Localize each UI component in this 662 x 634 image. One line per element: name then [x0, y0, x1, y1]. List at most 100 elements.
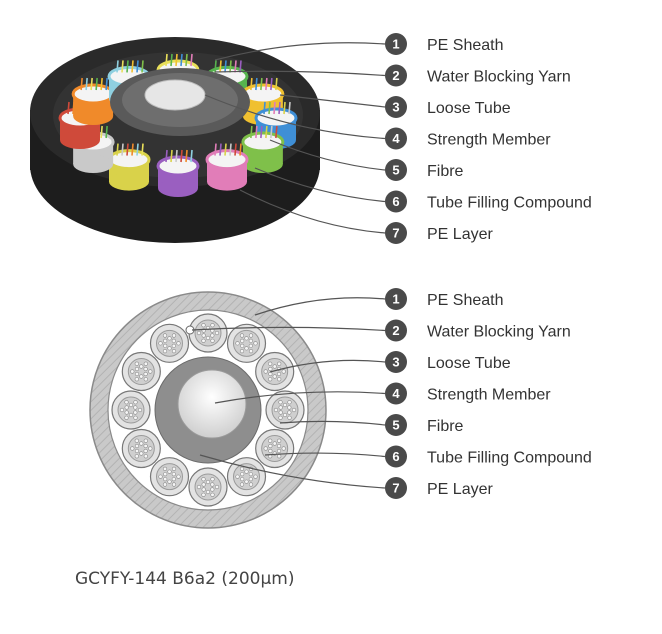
fibre-strand	[270, 125, 273, 139]
fibre-strand	[170, 53, 173, 67]
number-badge	[385, 33, 407, 55]
badge-number: 3	[392, 100, 399, 115]
fibre-strand	[95, 77, 98, 91]
fibre-dot	[171, 343, 176, 348]
fibre-dot	[287, 410, 292, 415]
tube-inner	[127, 435, 155, 462]
fibre-strand	[270, 77, 273, 91]
fibre-dot	[134, 361, 139, 366]
fibre-dot	[162, 333, 168, 338]
leader-line	[279, 94, 386, 108]
fibre-strand	[67, 101, 70, 115]
fibre-strand	[255, 125, 258, 139]
leader-line	[239, 189, 386, 234]
fibre-dot	[134, 438, 139, 443]
tube-inner	[233, 329, 260, 357]
fibre-dot	[277, 454, 282, 459]
fibre-dot	[277, 438, 282, 443]
fibre-dot	[253, 341, 258, 346]
fibre-dot	[171, 482, 177, 487]
fibre-strand	[278, 101, 281, 115]
tube-top	[205, 149, 249, 171]
fibre-strand	[100, 125, 103, 139]
legend-label: Fibre	[427, 163, 464, 180]
fibre-strand	[116, 60, 119, 73]
tube-top	[156, 155, 200, 177]
fibre-strand	[105, 77, 108, 91]
fibre-dot	[139, 364, 144, 369]
fibre-dot	[210, 333, 215, 338]
loose-tube-3d	[241, 125, 285, 173]
fibre-strand	[190, 149, 193, 163]
fibre-dot	[248, 482, 254, 487]
number-badge	[385, 445, 407, 468]
fibre-dot	[276, 448, 282, 454]
fibre-dot	[276, 371, 282, 377]
fibre-dot	[248, 338, 253, 343]
number-badge	[385, 222, 407, 244]
fibre-dot	[205, 479, 211, 485]
fibre-strand	[170, 149, 173, 163]
loose-tube-cross	[226, 457, 267, 497]
fibre-dot	[201, 477, 206, 482]
fibre-strand	[116, 143, 119, 156]
fibre-strand	[219, 60, 222, 73]
fibre-dot	[248, 333, 254, 338]
number-badge	[385, 414, 407, 436]
badge-number: 5	[392, 163, 399, 178]
loose-tube-cross	[188, 467, 228, 507]
tube-inner	[261, 358, 289, 385]
leader-line	[279, 420, 386, 426]
badge-number: 7	[392, 481, 399, 496]
fibre-dot	[282, 412, 288, 418]
fibre-strand	[175, 53, 178, 67]
fibre-dot	[134, 454, 139, 459]
tube-top	[254, 107, 298, 129]
fibre-dot	[201, 338, 206, 343]
fibre-strand	[136, 60, 139, 73]
badge-number: 7	[392, 226, 399, 241]
model-caption: GCYFY-144 B6a2 (200µm)	[75, 569, 294, 589]
fibre-dot	[287, 405, 292, 410]
tube-bottom	[242, 155, 283, 173]
tube-inner	[156, 329, 183, 357]
fibre-dot	[134, 448, 140, 454]
fibre-strand	[260, 125, 263, 139]
cable-cross-section	[89, 291, 327, 529]
leader-line	[264, 452, 386, 458]
fibre-strand	[80, 77, 83, 91]
fibre-dot	[277, 377, 282, 382]
fibre-dot	[235, 474, 240, 479]
fibre-dot	[281, 446, 286, 451]
fibre-dot	[278, 400, 283, 405]
fibre-dot	[287, 415, 292, 420]
fibre-dot	[287, 400, 292, 405]
fibre-dot	[201, 333, 206, 338]
fibre-dot	[248, 343, 253, 348]
strength-member-3d	[144, 79, 206, 111]
number-badge	[385, 64, 407, 87]
fibre-strand	[265, 77, 268, 91]
number-badge	[385, 127, 407, 150]
fibre-dot	[171, 333, 177, 338]
fibre-dot	[143, 438, 148, 443]
loose-tube-cross	[111, 390, 151, 430]
fibre-dot	[171, 338, 176, 343]
tube-top	[241, 131, 285, 153]
tube-inner	[233, 463, 260, 491]
legend-label: Tube Filling Compound	[427, 195, 592, 212]
loose-tube-cross	[188, 313, 228, 353]
loose-tube-cross	[121, 428, 161, 469]
cable-3d-illustration	[30, 37, 320, 243]
legend-label: PE Sheath	[427, 37, 504, 54]
fibre-dot	[143, 377, 148, 382]
fibre-dot	[133, 415, 138, 420]
legend-label: PE Sheath	[427, 292, 504, 309]
fibre-dot	[277, 361, 282, 366]
fibre-dot	[278, 415, 283, 420]
fibre-strand	[224, 143, 227, 156]
